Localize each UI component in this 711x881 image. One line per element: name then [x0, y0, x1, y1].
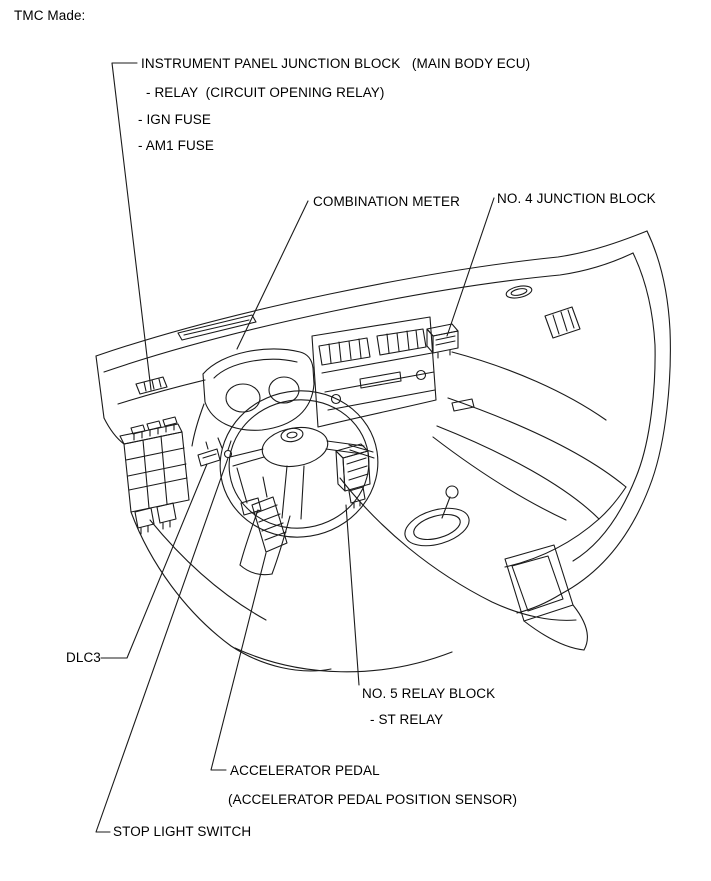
callout-circuit-opening-relay: - RELAY (CIRCUIT OPENING RELAY) — [146, 85, 385, 100]
door-handle — [505, 285, 533, 299]
right-door — [505, 230, 671, 614]
stop-light-switch — [217, 437, 233, 459]
dashboard-top — [95, 230, 648, 447]
leader-dlc3 — [100, 463, 208, 659]
turn-signal-stalk — [348, 444, 375, 459]
steering-column — [239, 509, 291, 576]
leader-combination-meter — [236, 200, 309, 350]
callout-combination-meter: COMBINATION METER — [313, 194, 460, 209]
leader-no4-junction-block — [446, 197, 495, 337]
leader-instrument-panel-junction-block — [111, 62, 152, 391]
leader-accelerator-pedal — [210, 552, 267, 771]
leader-stop-light-switch — [95, 457, 229, 833]
dlc3-connector — [197, 441, 221, 467]
instrument-panel-junction-block — [119, 416, 190, 535]
leader-lines — [95, 62, 495, 833]
shift-lever — [441, 496, 451, 519]
page-heading: TMC Made: — [14, 8, 86, 23]
accelerator-pedal — [251, 476, 288, 553]
no4-junction-block — [426, 323, 459, 359]
callout-am1-fuse: - AM1 FUSE — [138, 138, 215, 153]
center-console — [339, 436, 588, 651]
callout-accelerator-pedal-position-sensor: (ACCELERATOR PEDAL POSITION SENSOR) — [228, 792, 518, 807]
left-dash-grille — [135, 376, 168, 395]
callout-accelerator-pedal: ACCELERATOR PEDAL — [230, 763, 380, 778]
callout-dlc3: DLC3 — [66, 650, 101, 665]
combination-meter — [202, 348, 315, 431]
shifter-boot — [404, 507, 470, 547]
pedals — [217, 437, 288, 553]
lower-dash — [130, 511, 453, 673]
callout-instrument-panel-junction-block: INSTRUMENT PANEL JUNCTION BLOCK (MAIN BO… — [141, 56, 531, 71]
door-vent — [544, 306, 581, 339]
audio-unit — [321, 352, 436, 411]
steering-wheel — [219, 390, 379, 576]
leader-no5-relay-block — [345, 504, 360, 686]
center-vents — [318, 328, 427, 366]
no5-relay-block — [335, 443, 371, 509]
callout-no4-junction-block: NO. 4 JUNCTION BLOCK — [497, 191, 656, 206]
glove-box — [436, 397, 627, 568]
callout-ign-fuse: - IGN FUSE — [138, 112, 212, 127]
callout-no5-relay-block: NO. 5 RELAY BLOCK — [362, 686, 496, 701]
center-stack — [311, 316, 437, 428]
callout-st-relay: - ST RELAY — [370, 712, 444, 727]
steering-emblem — [280, 427, 304, 443]
callout-stop-light-switch: STOP LIGHT SWITCH — [113, 824, 252, 839]
brake-pedal — [236, 467, 262, 516]
